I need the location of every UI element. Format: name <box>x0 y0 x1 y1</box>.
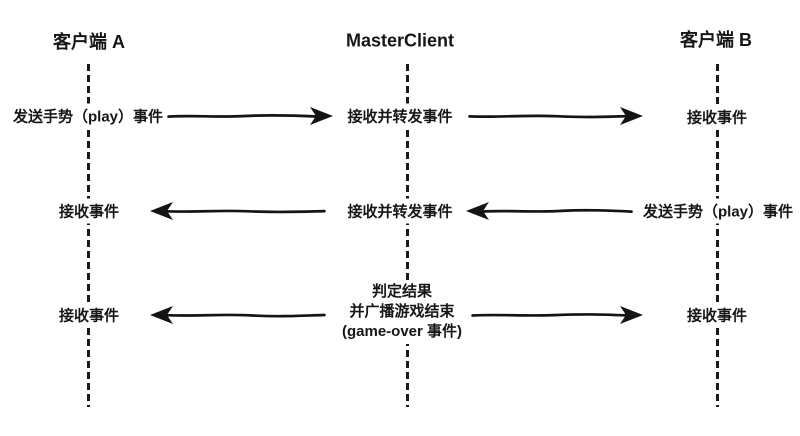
arrow-a-to-master-row1 <box>167 106 333 126</box>
gameover-line-2: 并广播游戏结束 <box>349 303 455 320</box>
gameover-line-3: (game-over 事件) <box>341 323 463 340</box>
message-label-master-forward-row1: 接收并转发事件 <box>343 103 457 129</box>
arrow-master-to-b-row3 <box>471 305 643 325</box>
arrow-b-to-master-row2 <box>466 201 633 221</box>
message-label-b-send-play: 发送手势（play）事件 <box>638 198 798 224</box>
actor-header-client-a: 客户端 A <box>53 32 125 52</box>
actor-header-masterclient: MasterClient <box>345 30 455 51</box>
message-label-b-receive-row1: 接收事件 <box>682 104 752 130</box>
message-label-master-forward-row2: 接收并转发事件 <box>343 198 457 224</box>
message-label-master-gameover: 判定结果 并广播游戏结束 (game-over 事件) <box>337 280 467 344</box>
gameover-line-1: 判定结果 <box>371 283 432 300</box>
lifeline-client-b <box>716 64 719 407</box>
arrow-master-to-a-row3 <box>150 305 326 325</box>
lifeline-client-a <box>87 64 90 407</box>
actor-header-client-b: 客户端 B <box>680 30 752 50</box>
message-label-b-receive-row3: 接收事件 <box>682 302 752 328</box>
message-label-a-receive-row3: 接收事件 <box>54 302 124 328</box>
arrow-master-to-b-row1 <box>468 106 643 126</box>
message-label-a-receive-row2: 接收事件 <box>54 198 124 224</box>
arrow-master-to-a-row2 <box>150 201 326 221</box>
message-label-a-send-play: 发送手势（play）事件 <box>8 103 168 129</box>
lifeline-masterclient <box>406 64 409 407</box>
